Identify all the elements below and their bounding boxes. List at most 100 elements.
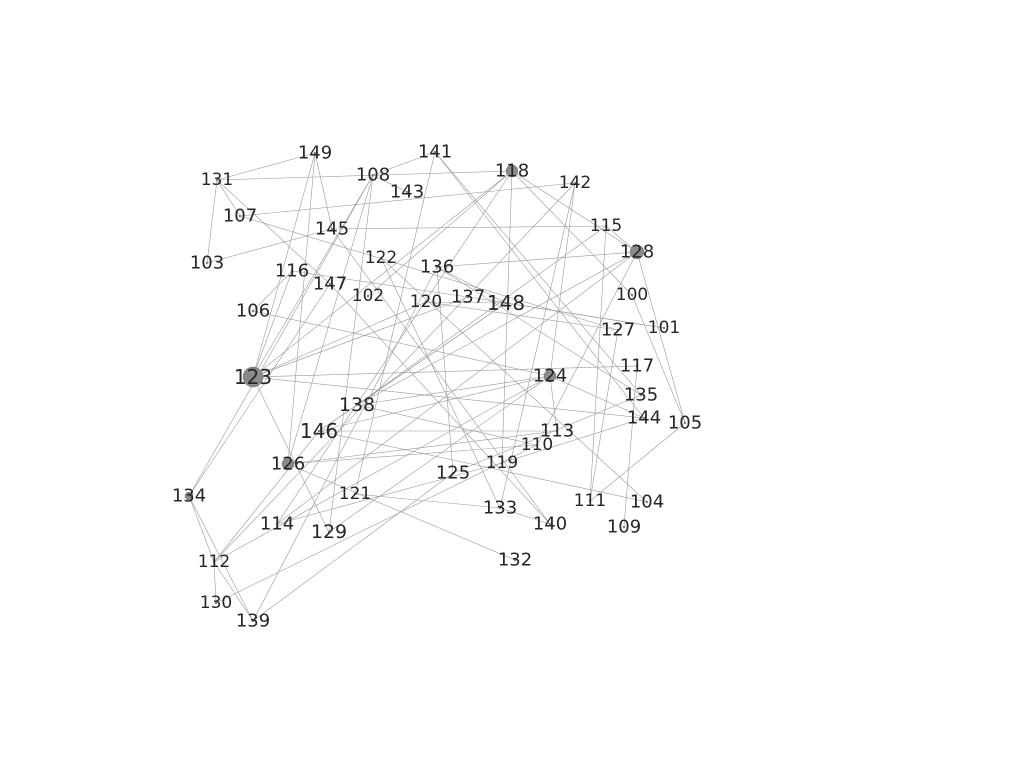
edge-123-129 (252, 376, 330, 533)
node-label-138: 138 (339, 394, 375, 416)
node-143: 143 (390, 182, 424, 203)
node-label-146: 146 (300, 419, 338, 443)
node-131: 131 (201, 170, 233, 190)
node-dot-108 (371, 173, 375, 177)
node-label-120: 120 (410, 292, 442, 312)
node-dot-115 (604, 224, 608, 228)
node-113: 113 (540, 421, 574, 442)
edge-120-127 (425, 301, 619, 331)
node-label-102: 102 (352, 286, 384, 306)
node-label-144: 144 (627, 408, 661, 429)
node-dot-107 (238, 214, 242, 218)
node-label-131: 131 (201, 170, 233, 190)
node-label-117: 117 (620, 356, 654, 377)
edge-142-124 (549, 182, 576, 377)
node-dot-105 (683, 421, 687, 425)
node-129: 129 (311, 521, 347, 543)
node-103: 103 (190, 253, 224, 274)
node-134: 134 (172, 486, 206, 507)
edge-140-145 (331, 228, 551, 525)
node-144: 144 (627, 408, 661, 429)
edge-142-112 (213, 182, 576, 563)
node-label-140: 140 (533, 514, 567, 535)
node-dot-132 (513, 558, 517, 562)
node-dot-117 (635, 364, 639, 368)
edge-112-130 (213, 561, 217, 604)
node-label-143: 143 (390, 182, 424, 203)
edge-136-125 (436, 266, 454, 474)
node-126: 126 (271, 454, 305, 475)
node-label-112: 112 (198, 552, 230, 572)
edge-128-136 (436, 251, 638, 268)
edge-141-121 (354, 151, 436, 495)
node-dot-142 (573, 181, 577, 185)
node-label-122: 122 (365, 248, 397, 268)
node-dot-123 (242, 366, 264, 388)
edge-124-113 (549, 375, 558, 432)
edge-149-131 (216, 152, 316, 181)
node-label-116: 116 (275, 261, 309, 282)
node-label-136: 136 (420, 257, 454, 278)
node-124: 124 (533, 366, 567, 387)
node-109: 109 (607, 517, 641, 538)
edge-123-117 (252, 365, 638, 378)
edge-125-135 (452, 394, 642, 474)
edge-137-123 (252, 296, 469, 378)
node-label-149: 149 (298, 143, 332, 164)
node-dot-124 (543, 369, 557, 383)
node-label-123: 123 (234, 365, 272, 389)
node-111: 111 (574, 491, 606, 511)
edge-134-139 (188, 495, 254, 622)
node-label-124: 124 (533, 366, 567, 387)
node-115: 115 (590, 216, 622, 236)
edge-124-112 (213, 375, 551, 563)
edge-122-104 (380, 257, 648, 503)
edge-118-123 (252, 170, 513, 378)
graph-nodes: 1001011021031041051061071081091101111121… (172, 142, 702, 632)
node-146: 146 (300, 419, 338, 443)
node-label-130: 130 (200, 593, 232, 613)
edge-116-123 (252, 270, 293, 378)
edge-105-111 (589, 422, 686, 502)
node-125: 125 (436, 463, 470, 484)
edge-147-140 (329, 283, 551, 525)
node-100: 100 (616, 285, 648, 305)
node-dot-128 (629, 244, 645, 260)
node-label-145: 145 (315, 219, 349, 240)
node-label-106: 106 (236, 301, 270, 322)
edge-126-113 (287, 430, 558, 465)
edge-115-145 (331, 225, 607, 230)
node-dot-126 (281, 457, 295, 471)
edge-133-140 (499, 507, 551, 525)
edge-131-118 (216, 170, 513, 181)
node-label-110: 110 (521, 435, 553, 455)
node-label-118: 118 (495, 161, 529, 182)
node-label-125: 125 (436, 463, 470, 484)
node-133: 133 (483, 498, 517, 519)
edge-108-129 (328, 174, 374, 533)
node-dot-102 (366, 294, 370, 298)
node-dot-144 (642, 416, 646, 420)
node-112: 112 (198, 552, 230, 572)
node-dot-100 (630, 293, 634, 297)
edge-118-128 (511, 170, 638, 253)
edge-128-114 (276, 251, 638, 525)
node-140: 140 (533, 514, 567, 535)
edge-120-148 (425, 301, 507, 304)
edge-138-124 (356, 375, 551, 406)
node-108: 108 (356, 165, 390, 186)
node-121: 121 (339, 484, 371, 504)
edge-108-123 (252, 174, 374, 378)
edge-118-114 (276, 170, 513, 525)
edge-110-130 (215, 444, 538, 604)
edge-108-134 (188, 174, 374, 497)
node-dot-140 (548, 522, 552, 526)
node-label-127: 127 (601, 320, 635, 341)
node-label-128: 128 (620, 242, 654, 263)
node-148: 148 (487, 291, 525, 315)
node-106: 106 (236, 301, 270, 322)
node-130: 130 (200, 593, 232, 613)
edge-131-103 (206, 179, 218, 264)
node-137: 137 (451, 287, 485, 308)
node-127: 127 (601, 320, 635, 341)
